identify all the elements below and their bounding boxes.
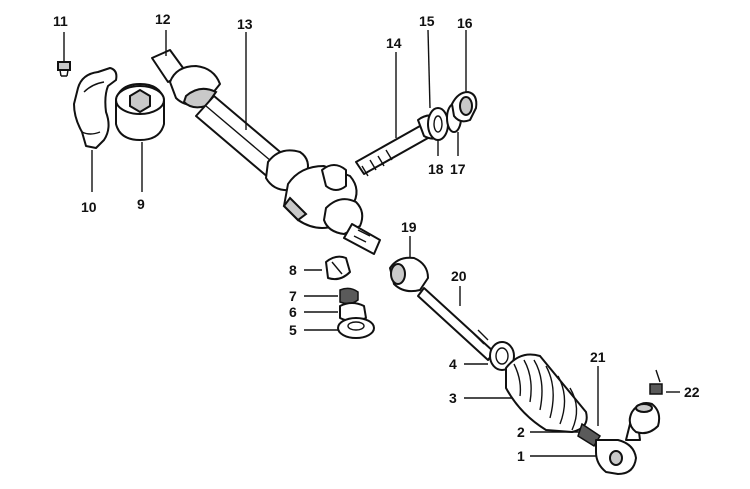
- callout-22: 22: [684, 384, 700, 400]
- callout-19: 19: [401, 219, 417, 235]
- part-3-boot: [464, 353, 588, 433]
- part-13-rack-housing: [151, 30, 381, 255]
- callout-15: 15: [419, 13, 435, 29]
- part-7-spring: [304, 287, 359, 305]
- callout-9: 9: [137, 196, 145, 212]
- part-10-bracket: [73, 67, 118, 192]
- callout-20: 20: [451, 268, 467, 284]
- part-20-tie-rod: [417, 286, 495, 361]
- part-5-locknut: [304, 317, 375, 339]
- part-19-inner-joint: [389, 236, 429, 293]
- callout-11: 11: [53, 13, 68, 29]
- part-2-nut: [530, 422, 602, 448]
- callout-17: 17: [450, 161, 466, 177]
- callout-2: 2: [517, 424, 525, 440]
- callout-16: 16: [457, 15, 473, 31]
- callout-18: 18: [428, 161, 444, 177]
- callout-12: 12: [155, 11, 171, 27]
- part-4-clamp: [464, 341, 515, 371]
- part-8-yoke: [304, 255, 351, 281]
- part-6-adjuster: [304, 302, 367, 322]
- part-11-bolt: [57, 32, 71, 77]
- part-16-cap-nut: [451, 30, 478, 123]
- callout-7: 7: [289, 288, 297, 304]
- callout-labels: 11 12 13 14 15 16 10 9 18 17 19 20 8 7 6…: [53, 11, 700, 464]
- callout-8: 8: [289, 262, 297, 278]
- callout-10: 10: [81, 199, 97, 215]
- callout-21: 21: [590, 349, 606, 365]
- part-1-tie-rod-end: [530, 423, 641, 475]
- part-15-bearing: [427, 29, 449, 141]
- callout-1: 1: [517, 448, 525, 464]
- part-9-bushing: [115, 83, 165, 192]
- callout-6: 6: [289, 304, 297, 320]
- part-22-pin-nut: [628, 369, 680, 435]
- callout-4: 4: [449, 356, 457, 372]
- callout-3: 3: [449, 390, 457, 406]
- callout-13: 13: [237, 16, 253, 32]
- callout-14: 14: [386, 35, 402, 51]
- callout-5: 5: [289, 322, 297, 338]
